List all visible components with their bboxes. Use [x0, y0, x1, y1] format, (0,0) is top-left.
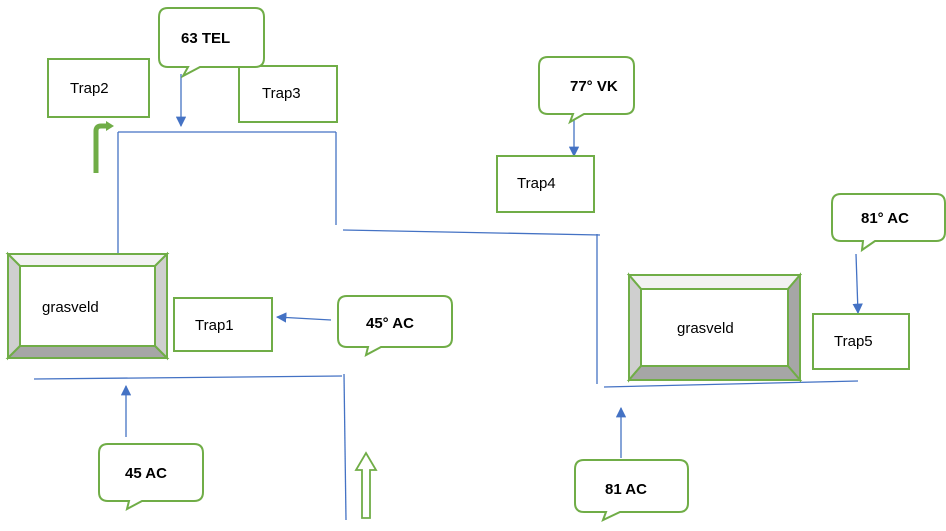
trap2-label: Trap2 — [70, 80, 109, 97]
trap1-label: Trap1 — [195, 317, 234, 334]
grass-field-left: grasveld — [5, 251, 170, 361]
callout-63-tel: 63 TEL — [158, 7, 265, 79]
path-line — [342, 229, 601, 236]
callout-45-ac-mid-label: 45° AC — [366, 315, 414, 332]
hollow-up-arrow — [354, 451, 378, 519]
callout-77-vk-label: 77° VK — [570, 78, 618, 95]
callout-81-ac-bottom-label: 81 AC — [605, 481, 647, 498]
callout-81-ac-right: 81° AC — [831, 193, 946, 253]
grass-field-right: grasveld — [626, 272, 803, 383]
callout-77-vk: 77° VK — [538, 56, 635, 125]
trap3-label: Trap3 — [262, 85, 301, 102]
path-line — [603, 380, 859, 388]
grass-field-right-label: grasveld — [677, 320, 734, 337]
trap5-label: Trap5 — [834, 333, 873, 350]
callout-45-ac-bottom-label: 45 AC — [125, 465, 167, 482]
callout-81-ac-right-label: 81° AC — [861, 210, 909, 227]
grass-field-left-label: grasveld — [42, 299, 99, 316]
arrow-81ac-to-trap5 — [852, 253, 863, 315]
callout-63-tel-label: 63 TEL — [181, 30, 230, 47]
path-lines — [33, 131, 859, 521]
trap4-label: Trap4 — [517, 175, 556, 192]
bent-arrow — [93, 121, 114, 173]
callout-45-ac-mid: 45° AC — [337, 295, 453, 357]
path-line — [343, 373, 347, 521]
trap4-box: Trap4 — [496, 155, 595, 213]
trap5-box: Trap5 — [812, 313, 910, 370]
blue-arrows — [120, 74, 863, 458]
callout-81-ac-bottom: 81 AC — [574, 459, 689, 522]
trap1-box: Trap1 — [173, 297, 273, 352]
trap2-box: Trap2 — [47, 58, 150, 118]
arrow-45ac-to-trap1 — [275, 312, 332, 323]
path-line — [33, 375, 343, 380]
callout-45-ac-bottom: 45 AC — [98, 443, 204, 511]
trap3-box: Trap3 — [238, 65, 338, 123]
